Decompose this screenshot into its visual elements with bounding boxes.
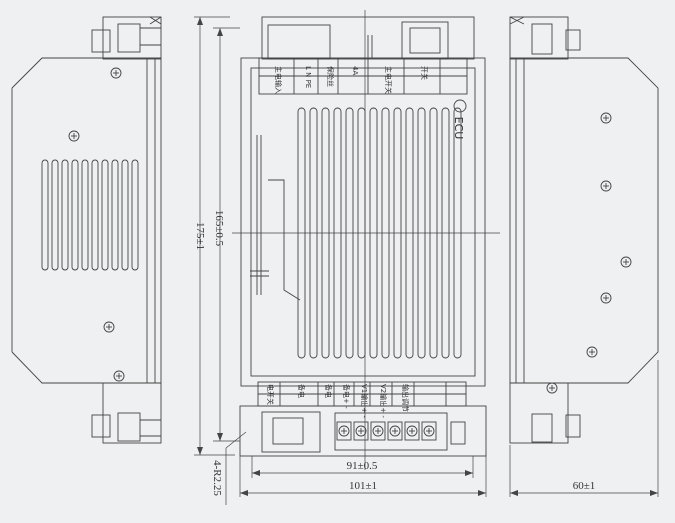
inner-height-label: 165±0.5: [213, 210, 225, 247]
vent-slot: [41, 159, 49, 271]
top-panel-label: 主电输入: [274, 66, 283, 94]
vent-slot: [111, 159, 119, 271]
terminal-block: [336, 421, 437, 441]
screw-icon: [68, 130, 80, 142]
top-panel-label: 保险丝: [326, 66, 335, 87]
dimension-lines: [194, 10, 659, 505]
right-screws: [546, 112, 632, 394]
terminal-screw-icon: [387, 421, 403, 441]
depth-label: 60±1: [573, 480, 596, 492]
vent-slot: [91, 159, 99, 271]
screw-icon: [113, 370, 125, 382]
top-panel-label: 开关: [420, 66, 429, 80]
dimension-arrows: [197, 17, 658, 496]
bottom-panel-label: 备电: [324, 384, 333, 398]
right-side-view: [509, 16, 659, 444]
terminal-screw-icon: [353, 421, 369, 441]
vent-slot: [101, 159, 109, 271]
terminal-screw-icon: [404, 421, 420, 441]
logo-icon: [453, 99, 467, 113]
bottom-panel-label: 电开关: [266, 384, 275, 405]
screw-icon: [620, 256, 632, 268]
left-vent-slots: [41, 159, 139, 271]
vent-slot: [51, 159, 59, 271]
hole-radius-label: 4-R2.25: [211, 460, 223, 496]
bottom-panel-label: V1输出+ -: [360, 384, 369, 418]
screw-icon: [600, 112, 612, 124]
screw-icon: [586, 346, 598, 358]
bottom-label-table: 电开关备电备电备电+ -V1输出+ -V2输出+ -输出调节: [266, 384, 410, 418]
bottom-panel-label: V2输出+ -: [379, 384, 388, 418]
screw-icon: [600, 292, 612, 304]
screw-icon: [103, 321, 115, 333]
inner-width-label: 91±0.5: [347, 460, 378, 472]
bottom-panel-label: 备电+ -: [342, 384, 351, 409]
outer-height-label: 175±1: [194, 222, 206, 250]
screw-icon: [546, 382, 558, 394]
vent-slot: [81, 159, 89, 271]
top-panel-label: L N PE: [304, 66, 312, 88]
top-panel-label: 4A: [351, 66, 359, 75]
vent-slot: [61, 159, 69, 271]
top-label-table: 主电输入 L N PE 保险丝 4A 主电开关 开关: [274, 66, 429, 94]
screw-icon: [600, 180, 612, 192]
terminal-screw-icon: [336, 421, 352, 441]
vent-slot: [131, 159, 139, 271]
terminal-screw-icon: [421, 421, 437, 441]
vent-slot: [71, 159, 79, 271]
top-panel-label: 主电开关: [384, 66, 393, 94]
screw-icon: [110, 67, 122, 79]
outer-width-label: 101±1: [349, 480, 377, 492]
left-side-view: [11, 16, 162, 444]
bottom-panel-label: 备电: [297, 384, 306, 398]
bottom-panel-label: 输出调节: [401, 384, 410, 412]
terminal-screw-icon: [370, 421, 386, 441]
brand-text: ECU: [452, 117, 465, 140]
vent-slot: [121, 159, 129, 271]
